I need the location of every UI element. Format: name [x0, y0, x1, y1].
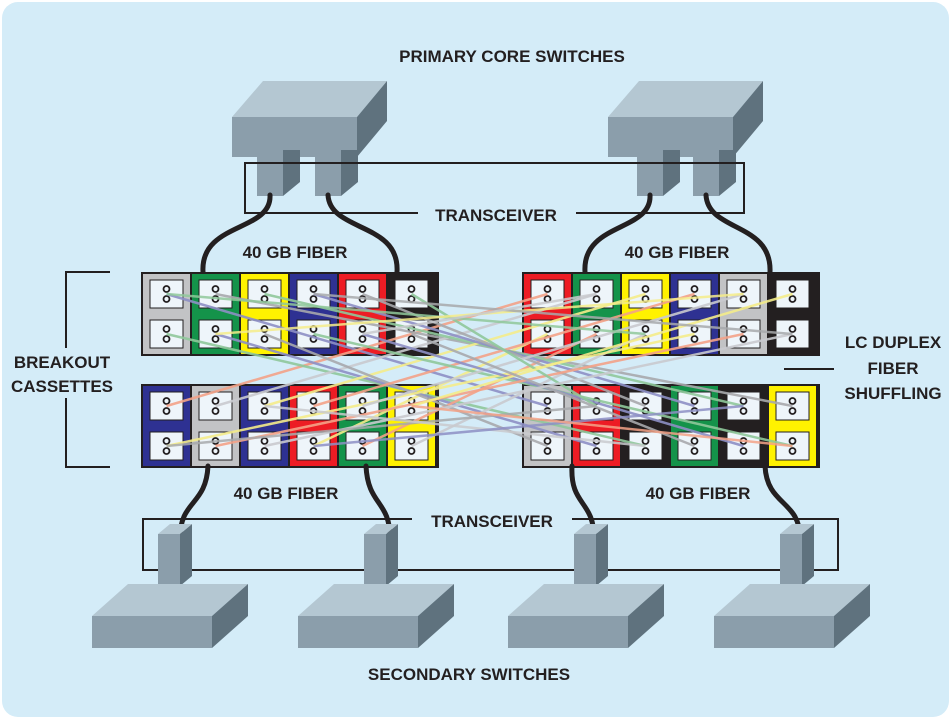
transceiver-label-top: TRANSCEIVER — [435, 206, 557, 225]
shuffle-fiber — [313, 404, 744, 448]
shuffle-fiber — [166, 332, 695, 448]
transceiver-label-bg-top — [418, 203, 576, 225]
cassette-module-yellow — [769, 386, 816, 466]
cassette-module-black — [720, 386, 767, 466]
shuffle-fiber — [411, 332, 695, 448]
primary-core-switch-left — [232, 81, 387, 196]
lc-port — [345, 279, 380, 309]
shuffle-fiber — [410, 292, 598, 408]
secondary-switch — [92, 524, 248, 648]
secondary-switch — [298, 524, 454, 648]
diagram-title: PRIMARY CORE SWITCHES — [399, 47, 625, 66]
shuffle-fiber — [362, 292, 744, 408]
lc-port — [775, 391, 810, 421]
cassette-module-yellow — [241, 274, 288, 354]
breakout-label-line1: BREAKOUT — [14, 353, 111, 372]
cassette-module-blue — [143, 386, 190, 466]
lc-duplex-label-line3: SHUFFLING — [844, 384, 941, 403]
breakout-cassette-top-right — [522, 272, 820, 356]
shuffle-fiber — [264, 404, 646, 448]
fiber-label-top-left: 40 GB FIBER — [243, 243, 348, 262]
primary-core-switch-right — [608, 81, 763, 196]
shuffle-fiber — [362, 292, 597, 336]
breakout-label-line2: CASSETTES — [11, 377, 113, 396]
secondary-switch — [508, 524, 664, 648]
secondary-switches-title: SECONDARY SWITCHES — [368, 665, 570, 684]
secondary-switch — [714, 524, 870, 648]
cassette-module-gray — [192, 386, 239, 466]
shuffle-fiber — [215, 332, 744, 448]
shuffle-fiber — [411, 404, 793, 448]
shuffle-fiber — [166, 292, 646, 336]
shuffle-fiber — [313, 292, 793, 336]
fiber-label-top-right: 40 GB FIBER — [625, 243, 730, 262]
secondary-switches — [92, 524, 870, 648]
breakout-label-bg — [8, 348, 118, 398]
transceiver-label-bottom: TRANSCEIVER — [431, 512, 553, 531]
lc-duplex-label-line2: FIBER — [868, 359, 919, 378]
cassette-module-black — [769, 274, 816, 354]
fiber-cables-top — [200, 192, 773, 275]
fiber-label-bottom-left: 40 GB FIBER — [234, 484, 339, 503]
lc-duplex-label-line1: LC DUPLEX — [845, 333, 942, 352]
lc-duplex-shuffle-fibers — [166, 292, 793, 448]
cassette-module-gray — [143, 274, 190, 354]
transceiver-label-bg-bottom — [412, 509, 572, 531]
shuffle-fiber — [411, 292, 793, 408]
fiber-label-bottom-right: 40 GB FIBER — [646, 484, 751, 503]
lc-port — [149, 319, 184, 349]
shuffle-fiber — [264, 332, 548, 448]
shuffle-fiber — [264, 332, 793, 448]
shuffle-fiber — [166, 404, 597, 448]
